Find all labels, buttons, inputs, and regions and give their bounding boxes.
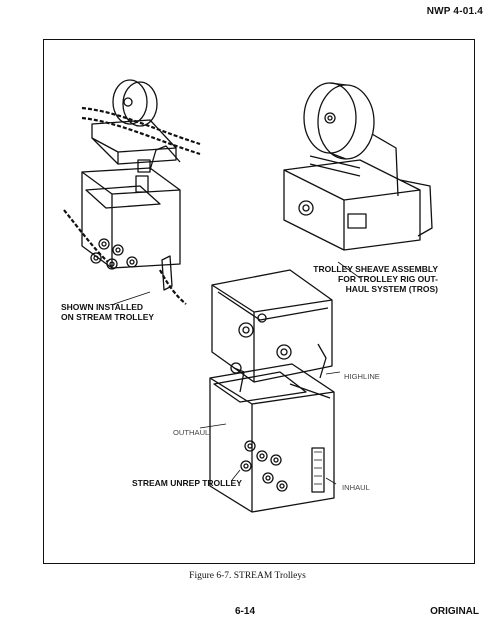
- figure-caption: Figure 6-7. STREAM Trolleys: [189, 571, 306, 581]
- document-id: NWP 4-01.4: [426, 6, 483, 17]
- unrep-trolley-label: STREAM UNREP TROLLEY: [132, 478, 242, 488]
- callout-leaders: [113, 261, 361, 485]
- outhaul-label: OUTHAUL: [173, 428, 210, 437]
- installed-trolley-drawing: [63, 79, 201, 305]
- tros-sheave-drawing: [283, 82, 433, 251]
- installed-label-line-2: ON STREAM TROLLEY: [61, 312, 155, 322]
- tros-label: TROLLEY SHEAVE ASSEMBLY FOR TROLLEY RIG …: [300, 264, 438, 294]
- tros-label-line-1: TROLLEY SHEAVE ASSEMBLY: [313, 264, 438, 274]
- installed-label: SHOWN INSTALLED ON STREAM TROLLEY: [61, 302, 154, 322]
- highline-label: HIGHLINE: [344, 372, 380, 381]
- installed-label-line-1: SHOWN INSTALLED: [61, 302, 144, 312]
- unrep-trolley-drawing: [209, 269, 335, 513]
- tros-label-line-3: HAUL SYSTEM (TROS): [345, 284, 438, 294]
- document-status: ORIGINAL: [430, 606, 479, 617]
- inhaul-label: INHAUL: [342, 483, 370, 492]
- tros-label-line-2: FOR TROLLEY RIG OUT-: [338, 274, 438, 284]
- page-number: 6-14: [235, 606, 256, 617]
- figure-frame: [43, 39, 475, 564]
